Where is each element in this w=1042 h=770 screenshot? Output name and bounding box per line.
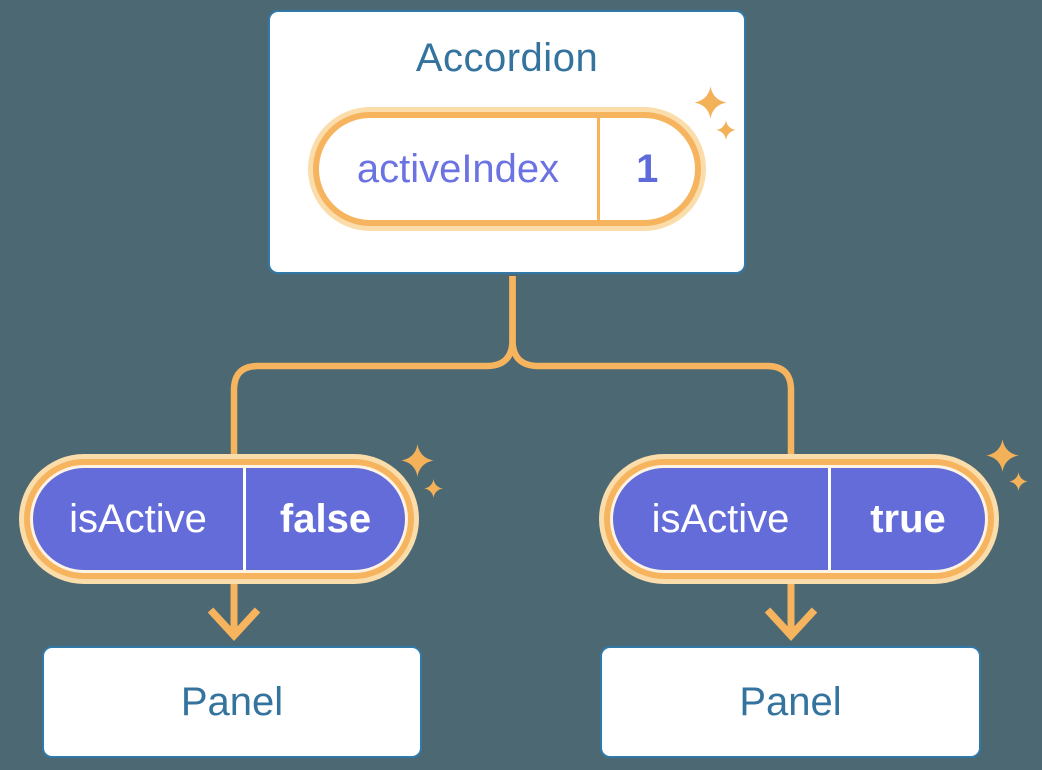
panel-label: Panel — [180, 679, 284, 724]
prop-pill-isactive-true: isActive true — [613, 468, 985, 570]
arrow-head-left — [207, 607, 261, 642]
prop-pill-isactive-false: isActive false — [33, 468, 405, 570]
sparkle-icon — [986, 439, 1019, 472]
accordion-title: Accordion — [415, 36, 599, 80]
arrow-head-right — [764, 607, 818, 642]
pill-divider — [243, 468, 246, 570]
branch-line-right — [509, 276, 795, 462]
panel-label: Panel — [739, 679, 842, 724]
state-value-label: 1 — [636, 146, 659, 191]
panel-box-right: Panel — [600, 646, 981, 758]
prop-value-label: true — [870, 496, 946, 541]
accordion-component-box: Accordion activeIndex 1 — [268, 10, 746, 274]
sparkle-icon — [716, 120, 736, 140]
sparkle-icon — [401, 444, 434, 477]
state-name-label: activeIndex — [356, 146, 560, 191]
branch-line-left — [230, 276, 516, 462]
sparkle-icon — [424, 479, 443, 498]
prop-value-label: false — [279, 496, 372, 541]
prop-name-label: isActive — [651, 496, 790, 541]
panel-box-left: Panel — [42, 646, 422, 758]
sparkle-icon — [694, 86, 727, 119]
sparkle-icon — [1009, 472, 1028, 491]
pill-divider — [597, 118, 600, 220]
pill-divider — [828, 468, 831, 570]
state-pill-activeindex: activeIndex 1 — [313, 112, 701, 226]
prop-name-label: isActive — [69, 496, 207, 541]
